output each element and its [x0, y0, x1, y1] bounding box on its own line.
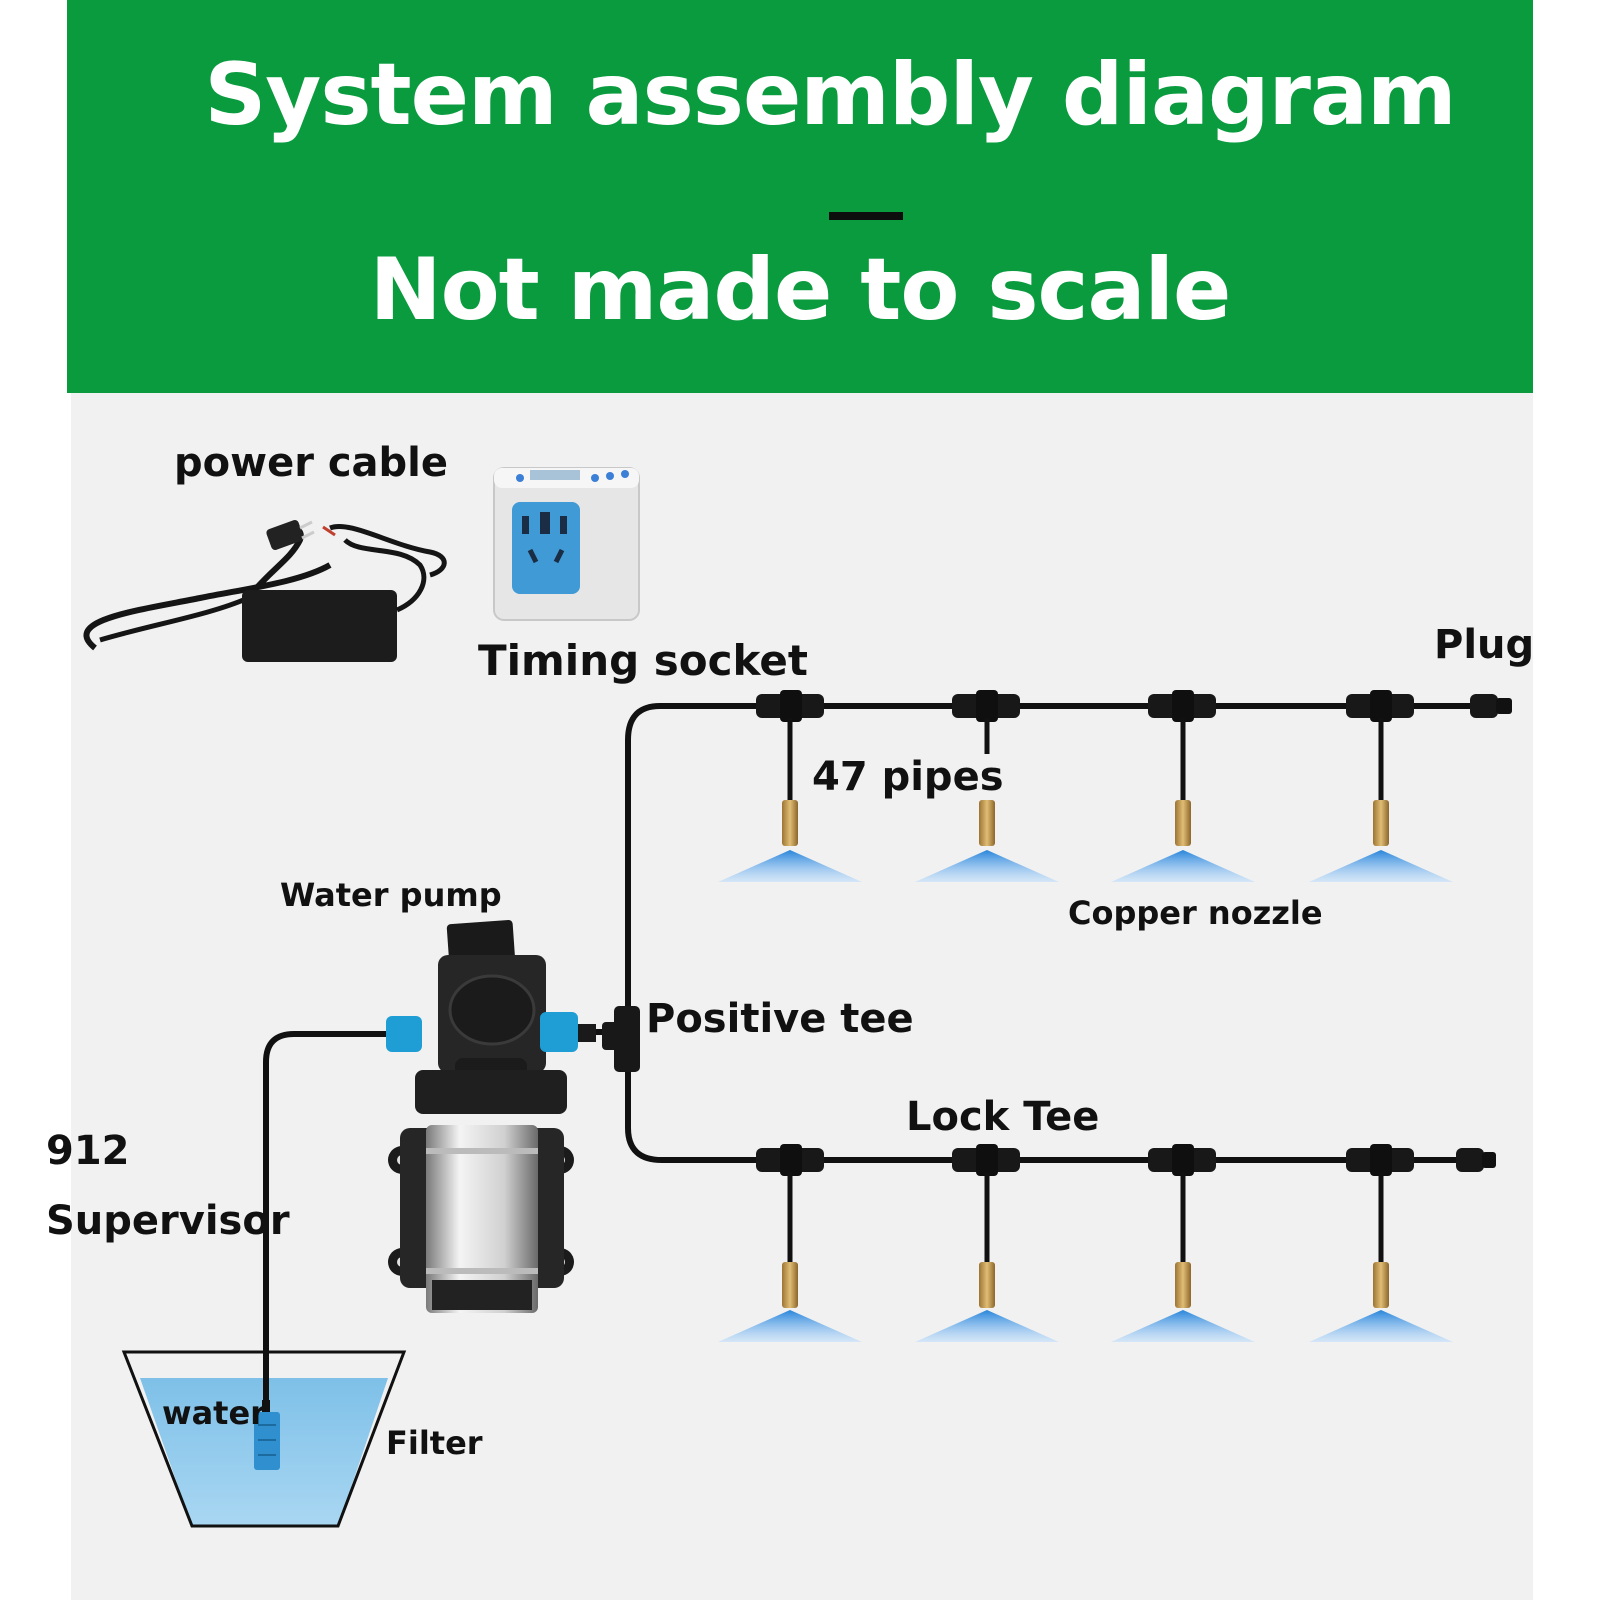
lock-tee-top-1 [756, 690, 824, 722]
title-line-1: System assembly diagram [204, 45, 1456, 145]
label-supervisor-number: 912 [46, 1128, 130, 1174]
bottom-branch [756, 1144, 1496, 1262]
timing-socket-icon [493, 467, 640, 621]
title-line-2: Not made to scale [369, 240, 1232, 340]
filter-icon [254, 1400, 280, 1470]
copper-nozzle-top-2 [915, 800, 1059, 882]
title-separator [829, 212, 903, 220]
lock-tee-top-4 [1346, 690, 1414, 722]
label-filter: Filter [386, 1424, 483, 1462]
label-timing-socket: Timing socket [478, 636, 808, 685]
spray-icon [718, 850, 862, 882]
label-positive-tee: Positive tee [646, 996, 914, 1042]
trunk-pipe [625, 703, 760, 1163]
spray-icon [718, 1310, 862, 1342]
spray-icon [915, 1310, 1059, 1342]
label-power-cable: power cable [174, 440, 449, 486]
lock-tee-bottom-4 [1346, 1144, 1414, 1176]
label-water-pump: Water pump [280, 876, 502, 914]
header-banner: System assembly diagram Not made to scal… [67, 0, 1533, 393]
lock-tee-top-2 [952, 690, 1020, 722]
label-lock-tee: Lock Tee [906, 1094, 1100, 1140]
spray-icon [1309, 1310, 1453, 1342]
copper-nozzle-top-1 [718, 800, 862, 882]
spray-icon [1111, 850, 1255, 882]
copper-nozzle-bottom-2 [915, 1262, 1059, 1342]
copper-nozzle-top-3 [1111, 800, 1255, 882]
power-adapter-icon [83, 519, 447, 662]
lock-tee-top-3 [1148, 690, 1216, 722]
plug-icon [1470, 694, 1512, 718]
label-plug: Plug [1434, 622, 1535, 668]
lock-tee-bottom-2 [952, 1144, 1020, 1176]
copper-nozzle-bottom-1 [718, 1262, 862, 1342]
label-supervisor: Supervisor [46, 1198, 290, 1244]
label-water: water [162, 1394, 266, 1432]
copper-nozzle-bottom-4 [1309, 1262, 1453, 1342]
spray-icon [1309, 850, 1453, 882]
lock-tee-bottom-3 [1148, 1144, 1216, 1176]
lock-tee-bottom-1 [756, 1144, 824, 1176]
end-plug-icon [1456, 1148, 1496, 1172]
supply-pipe [263, 1031, 392, 1418]
label-copper-nozzle: Copper nozzle [1068, 894, 1323, 932]
copper-nozzle-top-4 [1309, 800, 1453, 882]
spray-icon [915, 850, 1059, 882]
copper-nozzle-bottom-3 [1111, 1262, 1255, 1342]
adapter-brick [242, 590, 397, 662]
spray-icon [1111, 1310, 1255, 1342]
water-pump-icon [386, 920, 596, 1313]
label-pipes: 47 pipes [812, 754, 1004, 800]
positive-tee-icon [602, 1006, 640, 1072]
